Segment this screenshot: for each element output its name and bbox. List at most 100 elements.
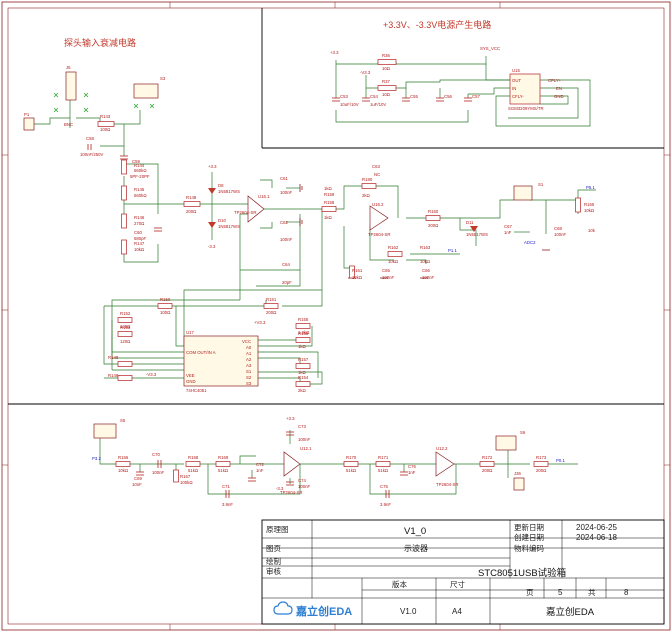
power-label: CFLY- [512, 94, 524, 99]
filter-label: C74 [298, 478, 306, 483]
mux-label: 100Ω [160, 310, 171, 315]
filter-label: 51kΩ [378, 468, 389, 473]
filter-labels: S5 P3.2 R166 10kΩ C69 10nF C70 100nF R16… [92, 416, 565, 507]
amp-label: D8 [218, 183, 224, 188]
amp-net-label: P1.1 [448, 248, 457, 253]
amp-label: U16.1 [258, 194, 270, 199]
input-label: C60 [134, 230, 142, 235]
switch-s1 [513, 185, 533, 201]
filter-label: C72 [256, 462, 264, 467]
amp-label: 10kΩ [584, 208, 595, 213]
power-label: C56 [444, 94, 452, 99]
input-label: 100Ω [100, 127, 111, 132]
power-resistor-r37 [377, 85, 397, 91]
power-label: SYS_VCC [480, 46, 500, 51]
power-label: CFLY+ [548, 78, 562, 83]
amp-label: 1kΩ [324, 215, 333, 220]
input-label: 560kΩ [134, 168, 147, 173]
amp-label: D10 [218, 218, 226, 223]
input-label: 10kΩ [134, 247, 145, 252]
resistor-r161 [349, 265, 355, 279]
amp-label: 1N5817WS [218, 189, 240, 194]
input-crosses [53, 92, 155, 113]
title-block-updated-value: 2024-06-25 [576, 523, 617, 532]
filter-label: U12.1 [300, 446, 312, 451]
resistor-r160 [425, 215, 441, 221]
amp-label: 100nF [554, 232, 567, 237]
power-block-title: +3.3V、-3.3V电源产生电路 [383, 19, 491, 30]
mux-label: GND [186, 379, 196, 384]
mux-label: A1 [246, 351, 252, 356]
mux-labels: R150 100Ω R151 200Ω R152 120Ω R153 120Ω … [108, 297, 310, 393]
mux-label: R154 [298, 375, 309, 380]
amp-net-label: P5.1 [586, 185, 595, 190]
amp-label: C62 [280, 220, 288, 225]
input-label: C58 [86, 136, 94, 141]
filter-label: C71 [222, 484, 230, 489]
amp-label: 100nF [280, 237, 293, 242]
filter-label: -3.3 [276, 486, 284, 491]
input-label: 270Ω [134, 221, 145, 226]
mux-label: R155 [298, 317, 309, 322]
input-label: 680pF [134, 236, 147, 241]
switch-s3 [133, 83, 159, 99]
input-label: R146 [134, 215, 145, 220]
switch-s5 [93, 423, 117, 439]
amp-label: 1N5817WS [218, 224, 240, 229]
amp-label: +3.3 [208, 164, 217, 169]
opamp-u12-1 [283, 451, 301, 477]
title-block-drawing-label: 原理图 [266, 525, 289, 534]
connector-j36 [513, 477, 525, 491]
resistor-r165 [575, 197, 581, 213]
mux-label: A2 [246, 357, 252, 362]
amp-label: TP2604-SR [368, 232, 390, 237]
input-label: R144 [134, 163, 145, 168]
amp-label: 100nF [280, 190, 293, 195]
amp-label: R158 [324, 200, 335, 205]
title-block-project-title: STC8051USB试验箱 [478, 567, 566, 579]
title-block-size-value: A4 [452, 607, 462, 616]
mux-label: R153 [120, 325, 131, 330]
filter-label: 3.9nF [222, 502, 233, 507]
amp-label: 200Ω [428, 223, 439, 228]
amp-label: 10kΩ [352, 275, 363, 280]
mux-label: VCC [242, 339, 251, 344]
filter-net-label: P3.2 [92, 456, 101, 461]
resistor-r162 [387, 251, 403, 257]
mux-label: S2 [246, 375, 252, 380]
amp-label: C67 [504, 224, 512, 229]
power-resistor-r36 [377, 59, 397, 65]
amp-label: C66 [422, 268, 430, 273]
power-label: C54 [370, 94, 378, 99]
amp-label: R180 [362, 177, 373, 182]
title-block-updated-label: 更新日期 [514, 522, 544, 532]
mux-label: 200Ω [266, 310, 277, 315]
mux-label: 1kΩ [298, 370, 307, 375]
section-dividers [8, 8, 664, 405]
amp-labels: +3.3 -3.3 D8 1N5817WS D10 1N5817WS U16.1… [208, 164, 596, 285]
mux-label: S1 [246, 369, 252, 374]
filter-label: 1nF [408, 470, 416, 475]
input-label: BNC [64, 122, 73, 127]
input-attenuation-title: 探头输入衰减电路 [64, 37, 136, 48]
power-label: EN [556, 86, 562, 91]
mux-label: R152 [120, 311, 131, 316]
title-block-page-label: 页 [526, 588, 534, 597]
mux-label: 1kΩ [298, 344, 307, 349]
input-label: R143 [100, 114, 111, 119]
filter-circuit [99, 430, 578, 495]
filter-label: S6 [520, 430, 526, 435]
power-label: 10Ω [382, 92, 391, 97]
mux-label: A3 [246, 363, 252, 368]
amp-label: 10kΩ [420, 259, 431, 264]
title-block-drawn-label: 绘制 [266, 556, 281, 566]
title-block-created-label: 创建日期 [514, 532, 544, 542]
title-block-version-value: V1_0 [404, 526, 426, 537]
amp-label: R162 [388, 245, 399, 250]
title-block-part-label: 物料编码 [514, 543, 544, 553]
amp-label: R161 [352, 268, 363, 273]
power-label: U15 [512, 68, 520, 73]
power-label: GND [554, 94, 564, 99]
mux-label: VEE [186, 373, 195, 378]
